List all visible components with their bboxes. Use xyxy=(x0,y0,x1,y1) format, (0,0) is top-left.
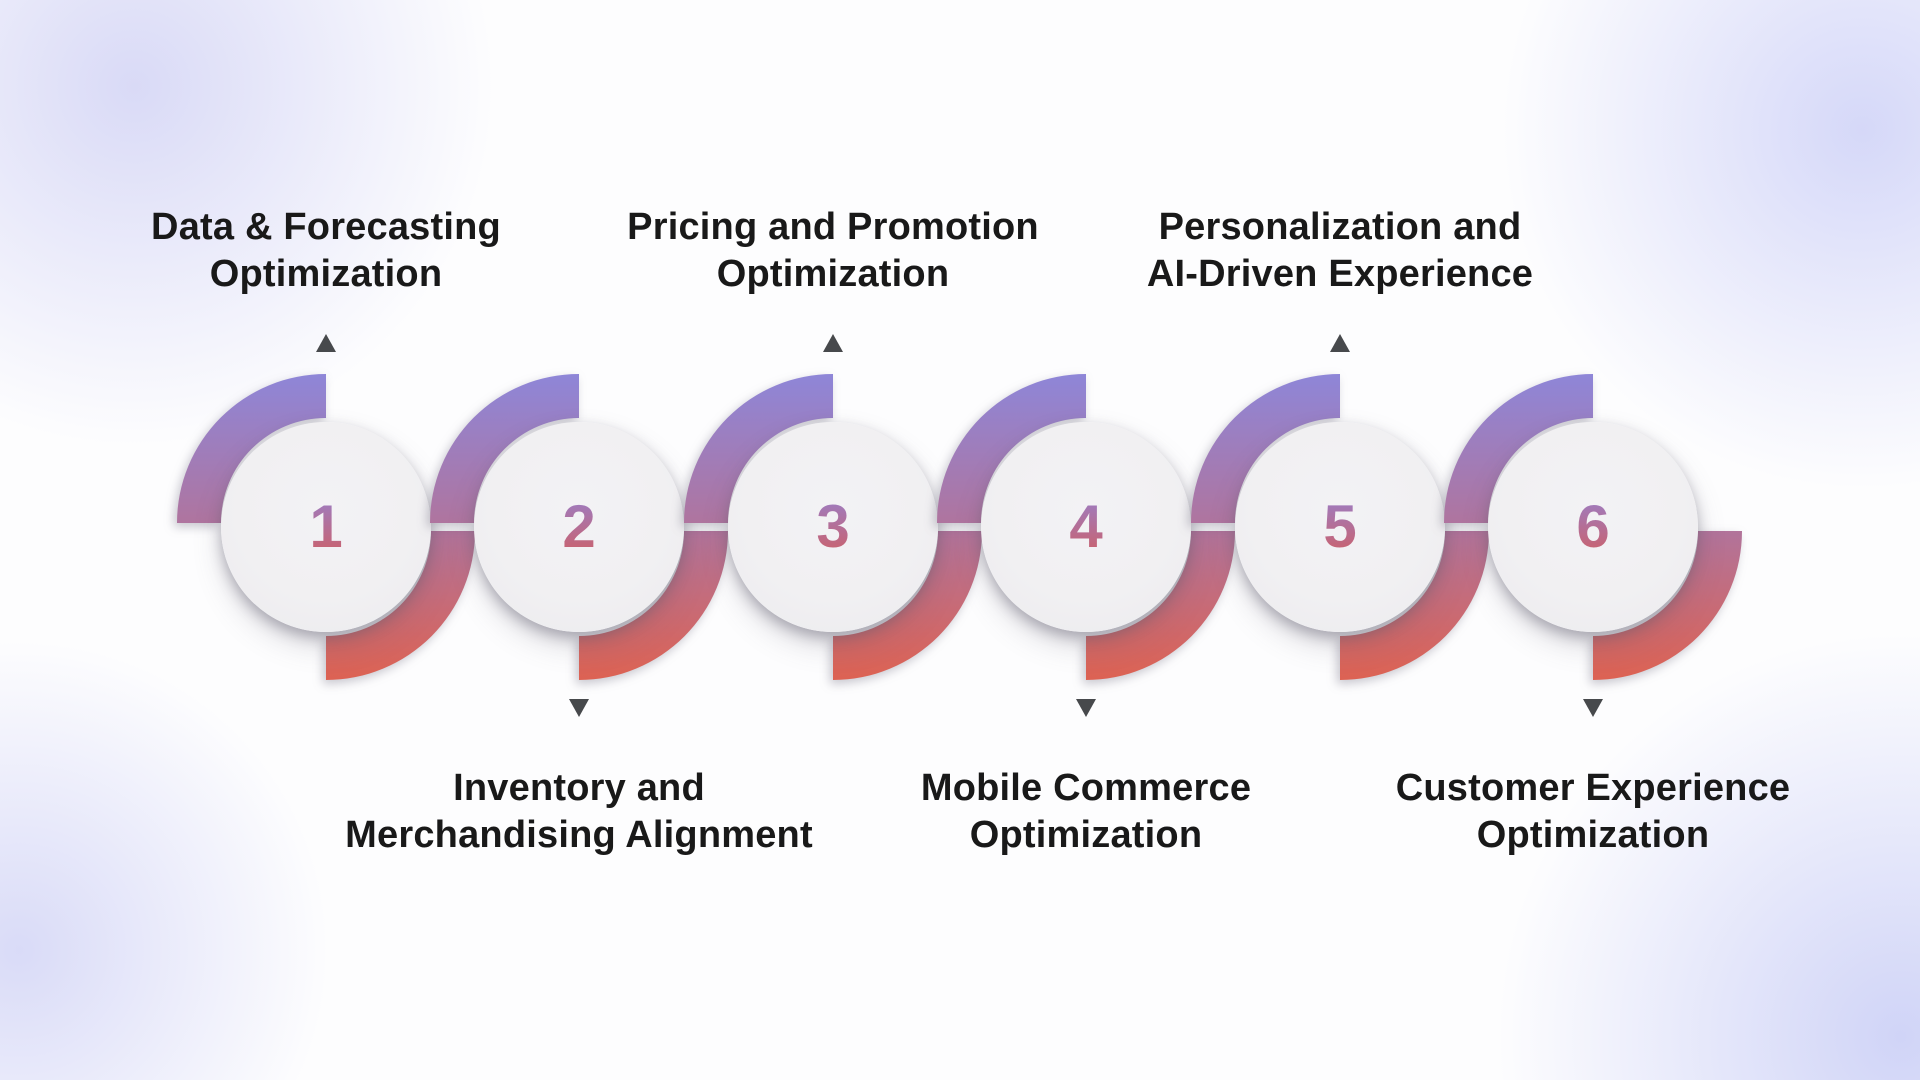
arc-red-segment xyxy=(1340,531,1489,680)
step-circle: 2 xyxy=(474,422,684,632)
step-label-line1: Mobile Commerce xyxy=(920,767,1252,809)
triangle-down-icon xyxy=(569,699,589,717)
arc-red-segment xyxy=(1086,531,1235,680)
step-circle: 3 xyxy=(728,422,938,632)
step-number: 4 xyxy=(1069,493,1103,560)
step-label-line1: Pricing and Promotion xyxy=(627,206,1039,248)
step-circle: 5 xyxy=(1235,422,1445,632)
swirl-arc xyxy=(684,374,982,680)
step-circle: 6 xyxy=(1488,422,1698,632)
arc-purple-segment xyxy=(430,374,579,523)
arc-red-segment xyxy=(579,531,728,680)
step-label-line2: Optimization xyxy=(209,253,443,295)
step-number: 3 xyxy=(816,493,850,560)
swirl-arc xyxy=(1444,374,1742,680)
arc-purple-segment xyxy=(1191,374,1340,523)
swirl-arc xyxy=(1191,374,1489,680)
arc-purple-segment xyxy=(684,374,833,523)
triangle-up-icon xyxy=(823,334,843,352)
step-number: 6 xyxy=(1576,493,1610,560)
triangle-up-icon xyxy=(1330,334,1350,352)
triangle-down-icon xyxy=(1076,699,1096,717)
step-label-line1: Data & Forecasting xyxy=(151,206,501,248)
step-number: 5 xyxy=(1323,493,1357,560)
step-label-line1: Personalization and xyxy=(1158,206,1522,248)
step-label-line2: Optimization xyxy=(1476,814,1710,856)
step-label-line2: Merchandising Alignment xyxy=(345,814,813,856)
step-circle: 4 xyxy=(981,422,1191,632)
step-label: Data & Forecasting Optimization xyxy=(26,204,626,298)
step-number: 1 xyxy=(309,493,343,560)
step-label: Inventory and Merchandising Alignment xyxy=(279,765,879,859)
arc-purple-segment xyxy=(937,374,1086,523)
arc-purple-segment xyxy=(1444,374,1593,523)
triangle-up-icon xyxy=(316,334,336,352)
swirl-arc xyxy=(177,374,475,680)
triangle-down-icon xyxy=(1583,699,1603,717)
step-number: 2 xyxy=(562,493,596,560)
arc-red-segment xyxy=(326,531,475,680)
step-label-line1: Customer Experience xyxy=(1395,767,1791,809)
arc-purple-segment xyxy=(177,374,326,523)
step-label-line2: Optimization xyxy=(716,253,950,295)
arc-red-segment xyxy=(1593,531,1742,680)
step-label: Personalization and AI-Driven Experience xyxy=(1040,204,1640,298)
step-label-line2: AI-Driven Experience xyxy=(1146,253,1534,295)
swirl-arc xyxy=(430,374,728,680)
step-label-line2: Optimization xyxy=(969,814,1203,856)
step-label-line1: Inventory and xyxy=(453,767,705,809)
swirl-arc xyxy=(937,374,1235,680)
step-label: Mobile Commerce Optimization xyxy=(786,765,1386,859)
step-label: Pricing and Promotion Optimization xyxy=(533,204,1133,298)
arc-red-segment xyxy=(833,531,982,680)
step-label: Customer Experience Optimization xyxy=(1293,765,1893,859)
step-circle: 1 xyxy=(221,422,431,632)
